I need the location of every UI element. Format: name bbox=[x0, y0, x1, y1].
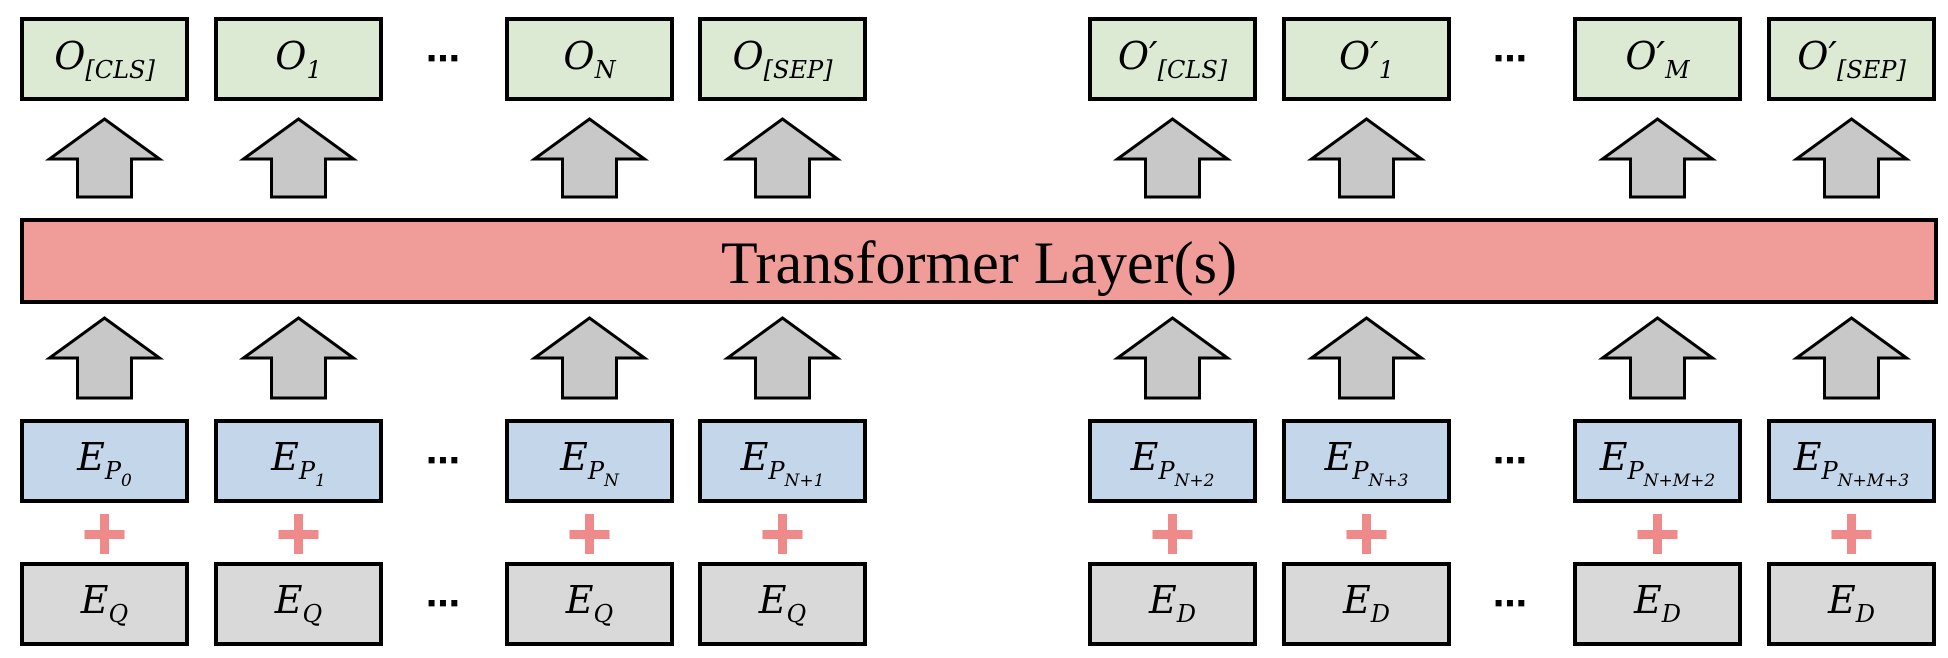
position-embedding-box bbox=[1088, 419, 1257, 503]
up-arrow-icon bbox=[722, 117, 843, 199]
output-box bbox=[214, 17, 383, 101]
token-embedding-label: ED bbox=[1827, 578, 1875, 628]
up-arrow-icon bbox=[529, 117, 650, 199]
output-label: ON bbox=[563, 34, 616, 84]
token-embedding-label: EQ bbox=[758, 578, 806, 628]
output-ellipsis-left: ⋯ bbox=[426, 39, 460, 79]
plus-icon bbox=[1831, 514, 1872, 554]
position-embedding-box bbox=[505, 419, 674, 503]
output-box bbox=[1282, 17, 1451, 101]
output-box bbox=[1573, 17, 1742, 101]
token-embedding-label: ED bbox=[1342, 578, 1390, 628]
token-embedding-box bbox=[1573, 562, 1742, 646]
up-arrow-icon bbox=[1306, 117, 1427, 199]
plus-icon bbox=[569, 514, 610, 554]
up-arrow-icon bbox=[1112, 117, 1233, 199]
up-arrow-icon bbox=[1306, 316, 1427, 400]
up-arrow-icon bbox=[44, 117, 165, 199]
output-box bbox=[698, 17, 867, 101]
token-embedding-box bbox=[20, 562, 189, 646]
token-embedding-label: ED bbox=[1633, 578, 1681, 628]
up-arrow-icon bbox=[238, 316, 359, 400]
position-embedding-label: EP0 bbox=[76, 435, 132, 491]
plus-icon bbox=[1152, 514, 1193, 554]
output-label: O1 bbox=[275, 34, 321, 84]
transformer-layer-bar bbox=[20, 218, 1938, 304]
output-label: O′[SEP] bbox=[1797, 34, 1906, 84]
token-embedding-box bbox=[214, 562, 383, 646]
token-embedding-label: EQ bbox=[80, 578, 128, 628]
token-ellipsis-right: ⋯ bbox=[1493, 584, 1527, 624]
output-ellipsis-right: ⋯ bbox=[1493, 39, 1527, 79]
up-arrow-icon bbox=[1597, 117, 1718, 199]
token-embedding-label: EQ bbox=[274, 578, 322, 628]
position-ellipsis-right: ⋯ bbox=[1493, 441, 1527, 481]
output-label: O′M bbox=[1625, 34, 1691, 84]
output-label: O′[CLS] bbox=[1118, 34, 1228, 84]
output-box bbox=[20, 17, 189, 101]
up-arrow-icon bbox=[44, 316, 165, 400]
position-embedding-label: EPN bbox=[559, 435, 620, 491]
up-arrow-icon bbox=[722, 316, 843, 400]
token-embedding-box bbox=[1088, 562, 1257, 646]
plus-icon bbox=[84, 514, 125, 554]
position-embedding-label: EPN+3 bbox=[1324, 435, 1409, 491]
position-embedding-label: EPN+M+2 bbox=[1599, 435, 1716, 491]
up-arrow-icon bbox=[1791, 117, 1912, 199]
position-embedding-box bbox=[214, 419, 383, 503]
up-arrow-icon bbox=[1112, 316, 1233, 400]
up-arrow-icon bbox=[1791, 316, 1912, 400]
position-embedding-box bbox=[20, 419, 189, 503]
output-box bbox=[505, 17, 674, 101]
position-embedding-box bbox=[1767, 419, 1936, 503]
up-arrow-icon bbox=[1597, 316, 1718, 400]
token-embedding-box bbox=[1767, 562, 1936, 646]
transformer-layer-label: Transformer Layer(s) bbox=[721, 230, 1237, 296]
plus-icon bbox=[1346, 514, 1387, 554]
output-label: O′1 bbox=[1339, 34, 1394, 84]
position-embedding-box bbox=[1573, 419, 1742, 503]
token-embedding-label: ED bbox=[1148, 578, 1196, 628]
plus-icon bbox=[1637, 514, 1678, 554]
position-embedding-label: EPN+M+3 bbox=[1793, 435, 1910, 491]
token-embedding-label: EQ bbox=[565, 578, 613, 628]
output-label: O[SEP] bbox=[733, 34, 834, 84]
up-arrow-icon bbox=[529, 316, 650, 400]
position-embedding-label: EPN+2 bbox=[1130, 435, 1215, 491]
token-ellipsis-left: ⋯ bbox=[426, 584, 460, 624]
position-embedding-box bbox=[1282, 419, 1451, 503]
position-embedding-label: EP1 bbox=[270, 435, 326, 491]
up-arrow-icon bbox=[238, 117, 359, 199]
token-embedding-box bbox=[698, 562, 867, 646]
output-box bbox=[1088, 17, 1257, 101]
output-box bbox=[1767, 17, 1936, 101]
token-embedding-box bbox=[505, 562, 674, 646]
token-embedding-box bbox=[1282, 562, 1451, 646]
position-embedding-box bbox=[698, 419, 867, 503]
output-label: O[CLS] bbox=[54, 34, 155, 84]
position-ellipsis-left: ⋯ bbox=[426, 441, 460, 481]
position-embedding-label: EPN+1 bbox=[740, 435, 825, 491]
plus-icon bbox=[278, 514, 319, 554]
plus-icon bbox=[762, 514, 803, 554]
